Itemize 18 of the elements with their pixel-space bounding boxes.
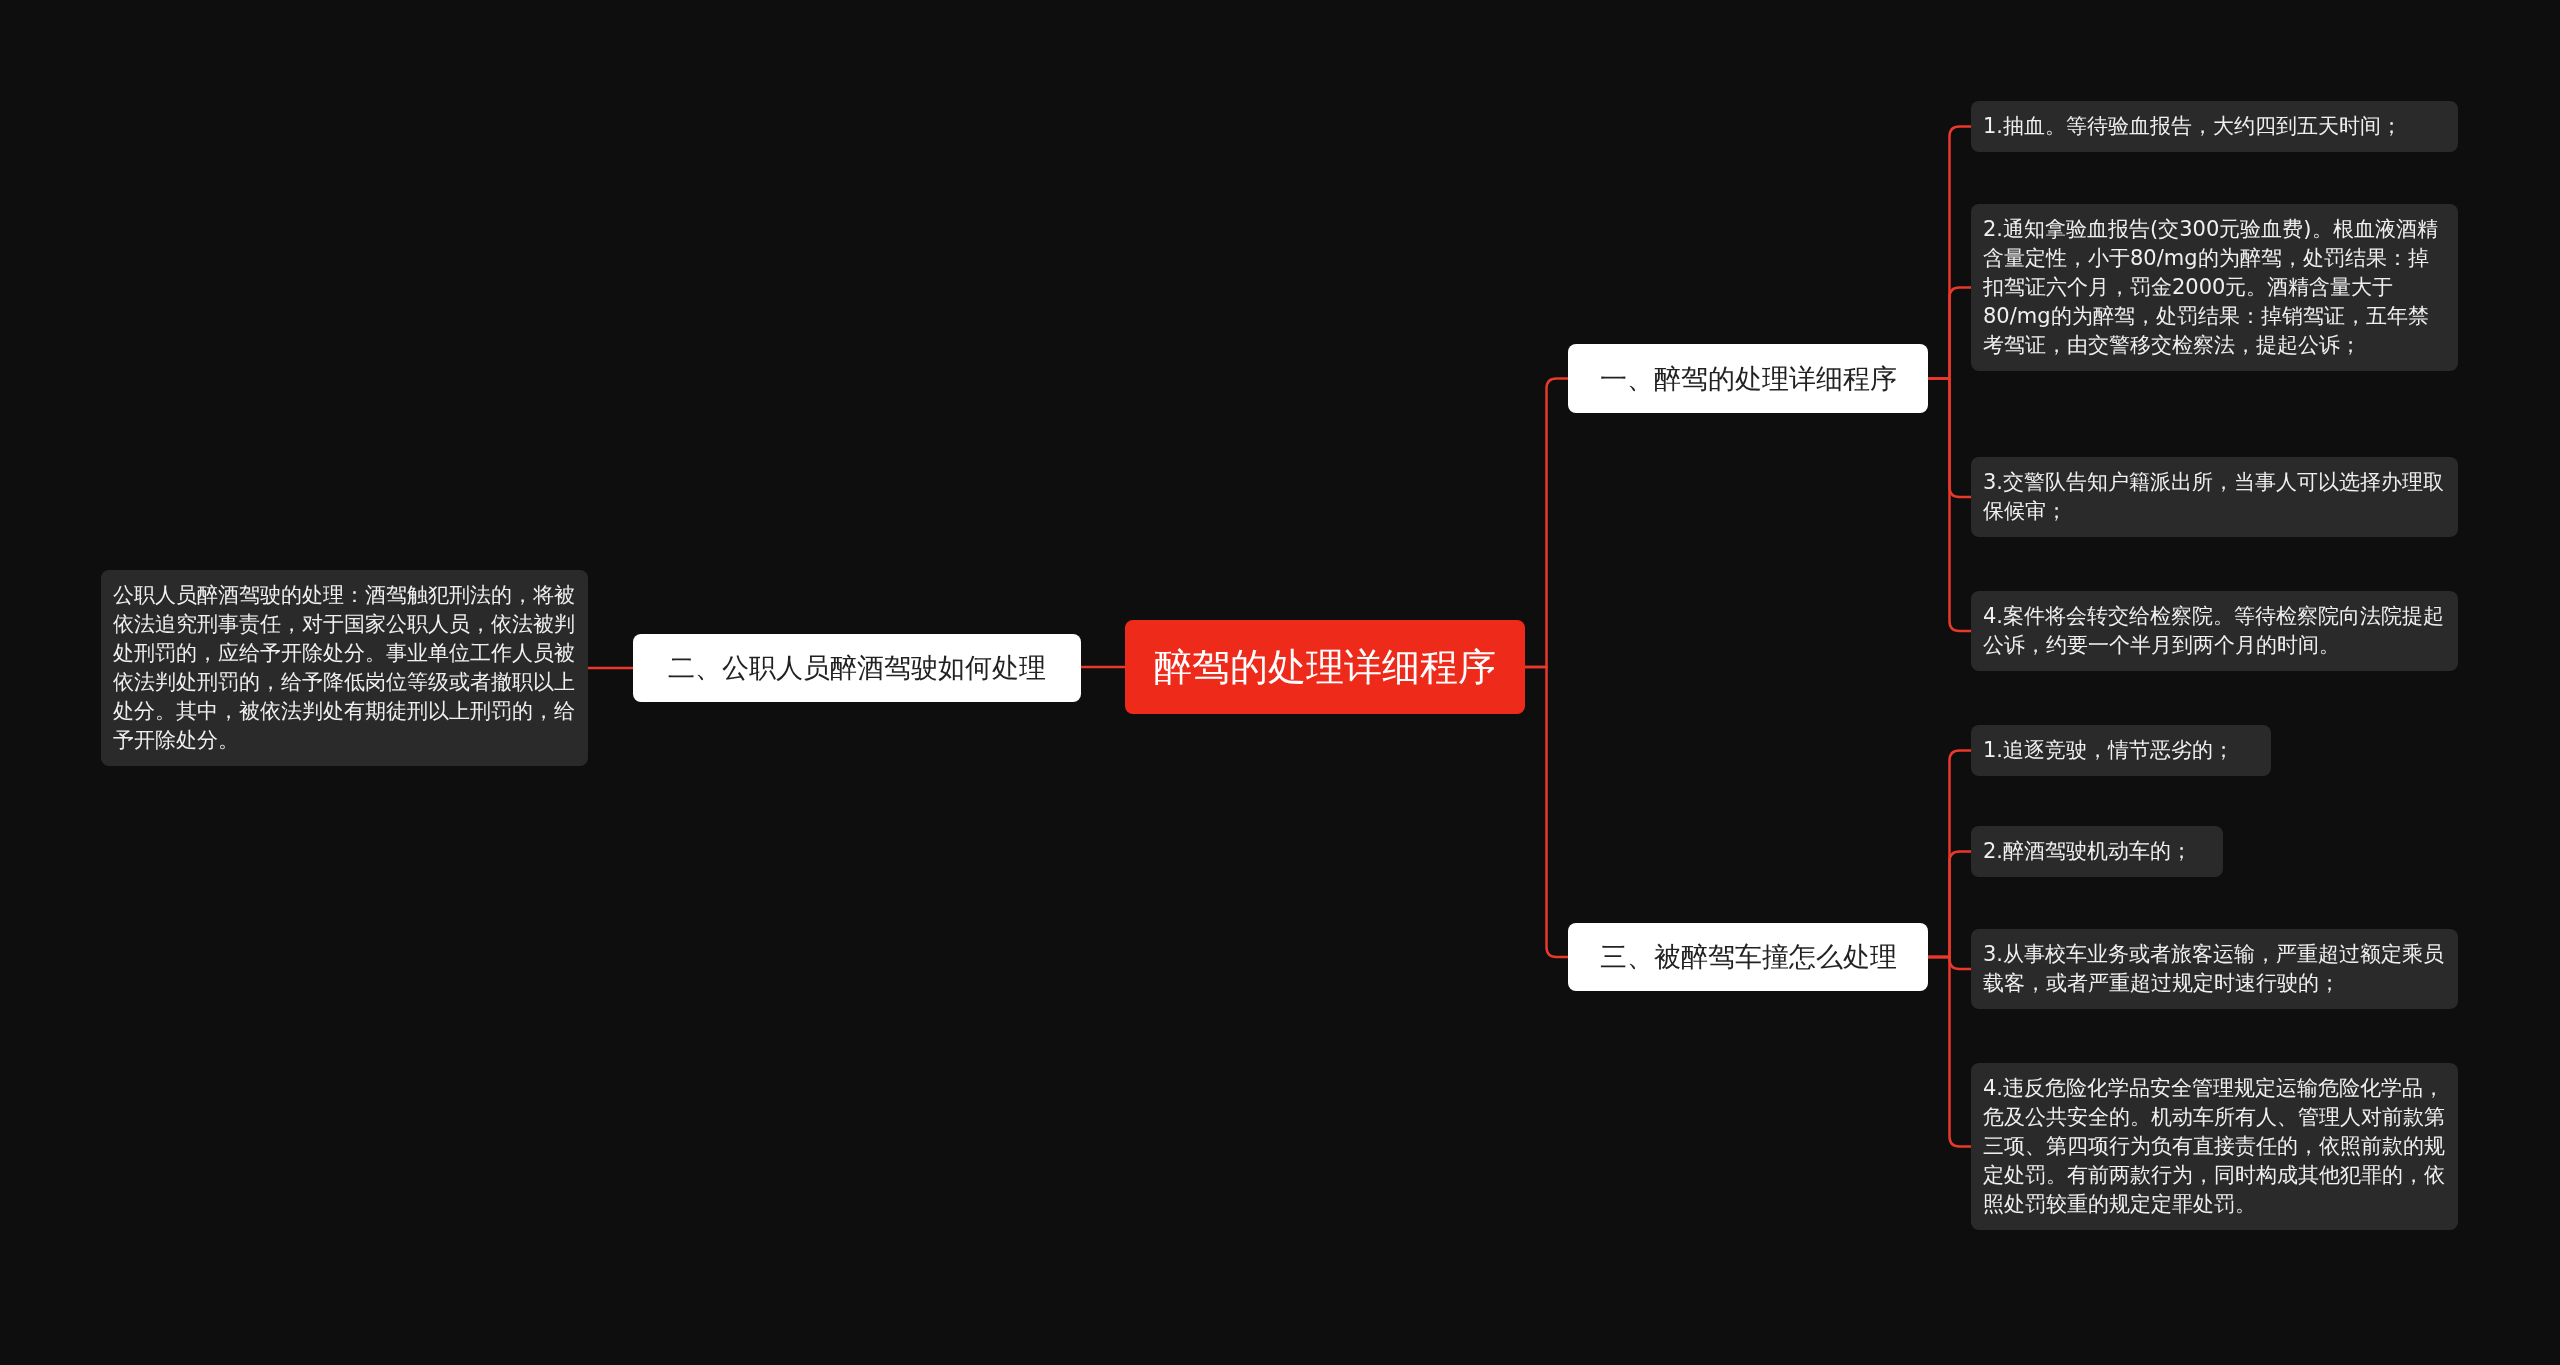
note-box: 3.从事校车业务或者旅客运输，严重超过额定乘员载客，或者严重超过规定时速行驶的；: [1971, 929, 2458, 1009]
note-box: 1.追逐竞驶，情节恶劣的；: [1971, 725, 2271, 776]
topic-box: 二、公职人员醉酒驾驶如何处理: [633, 634, 1081, 702]
note-box: 4.案件将会转交给检察院。等待检察院向法院提起公诉，约要一个半月到两个月的时间。: [1971, 591, 2458, 671]
topic-box: 三、被醉驾车撞怎么处理: [1568, 923, 1928, 991]
connector-line: [588, 666, 633, 670]
note-box: 公职人员醉酒驾驶的处理：酒驾触犯刑法的，将被依法追究刑事责任，对于国家公职人员，依法被判处刑罚的，应给予开除处分。事业单位工作人员被依法判处刑罚的，给予降低岗位等级或者撤职以上处分。其中，被依法判处有期徒刑以上刑罚的，给予开除处分。: [101, 570, 588, 766]
connector-line: [1081, 665, 1125, 669]
connector-line: [1928, 377, 1971, 633]
connector-line: [1928, 955, 1971, 1148]
note-box: 4.违反危险化学品安全管理规定运输危险化学品，危及公共安全的。机动车所有人、管理人对前款第三项、第四项行为负有直接责任的，依照前款的规定处罚。有前两款行为，同时构成其他犯罪的，依照处罚较重的规定定罪处罚。: [1971, 1063, 2458, 1230]
central-topic-box: 醉驾的处理详细程序: [1125, 620, 1525, 714]
note-box: 2.通知拿验血报告(交300元验血费)。根血液酒精含量定性，小于80/mg的为醉驾，处罚结果：掉扣驾证六个月，罚金2000元。酒精含量大于80/mg的为醉驾，处罚结果：掉销驾证，五年禁考驾证，由交警移交检察法，提起公诉；: [1971, 204, 2458, 371]
connector-line: [1525, 665, 1568, 959]
note-box: 3.交警队告知户籍派出所，当事人可以选择办理取保候审；: [1971, 457, 2458, 537]
topic-box: 一、醉驾的处理详细程序: [1568, 344, 1928, 413]
note-box: 2.醉酒驾驶机动车的；: [1971, 826, 2223, 877]
note-box: 1.抽血。等待验血报告，大约四到五天时间；: [1971, 101, 2458, 152]
